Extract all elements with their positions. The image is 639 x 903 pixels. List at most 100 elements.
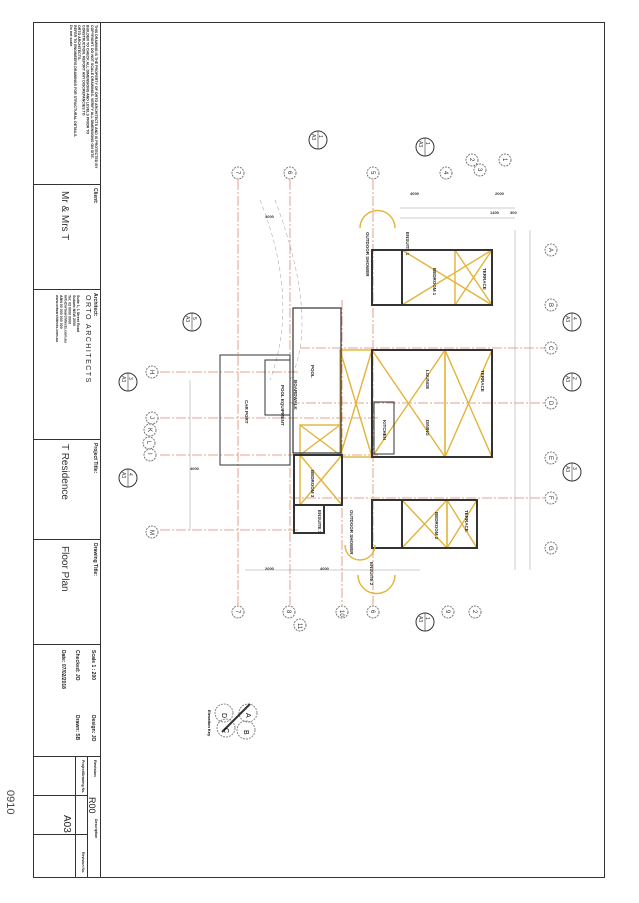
room-label: OUTDOOR SHOWER [349, 510, 354, 555]
grid-bubble-top [283, 166, 297, 180]
grid-bubble-left [145, 365, 159, 379]
grid-bubble-top [473, 163, 487, 177]
grid-bubble-top-label: 2 [468, 158, 474, 162]
grid-bubble-right-label: D [547, 401, 553, 406]
section-number: 1 [424, 142, 430, 145]
architect-detail: Suburb NSW 2000 [71, 295, 76, 326]
ensuite-2-wall [371, 499, 403, 549]
room-label: BOARDWALK [293, 380, 298, 410]
grid-bubble-right-label: E [547, 456, 553, 460]
grid-bubble-right [544, 243, 558, 257]
grid-bubble-left [143, 423, 157, 437]
room-label: KITCHEN [382, 420, 387, 440]
bedroom-1-wall [401, 249, 493, 306]
grid-bubble-bottom-label: 11 [296, 623, 302, 630]
drawing-number: A03 [61, 815, 72, 833]
room-label: POOL EQUIPMENT [280, 385, 285, 426]
section-number: 1 [317, 135, 323, 138]
grid-bubble-top-label: 6 [286, 171, 292, 175]
grid-bubble-left [143, 448, 157, 462]
elevation-key-label: Elevation Key [207, 710, 212, 737]
section-number: 3 [127, 377, 133, 380]
title-block: THIS DRAWING IS THE PROPERTY OF ORTO ARC… [33, 22, 101, 878]
drawing-label: Drawing Title: [92, 543, 98, 576]
section-number: 1 [424, 617, 430, 620]
section-number: 4 [571, 317, 577, 320]
grid-bubble-left-label: K [146, 428, 152, 432]
grid-bubble-bottom [366, 605, 380, 619]
grid-bubble-bottom [335, 605, 349, 619]
hatch-line [454, 249, 493, 306]
drawing-title: Floor Plan [59, 546, 70, 592]
project-title: T Residence [59, 444, 70, 500]
section-sheet: A3 [417, 141, 423, 147]
section-sheet: A3 [120, 472, 126, 478]
grid-bubble-left-label: M [148, 530, 154, 535]
description-label: Description [94, 819, 98, 839]
section-sheet: A3 [310, 134, 316, 140]
grid-bubble-bottom-label: 8 [285, 610, 291, 614]
grid-bubble-top-label: 7 [234, 171, 240, 175]
room-label: ENSUITE 1 [405, 232, 410, 256]
grid-bubble-top [465, 153, 479, 167]
architect-detail: info@ortoarchitects.com.au [63, 295, 68, 343]
note-line: ORTO ARCHITECTS. [77, 25, 82, 61]
architect-detail: Suite 1, 1 Street Road [76, 295, 80, 332]
walls [219, 249, 493, 549]
grid-bubble-top-label: 4 [442, 171, 448, 175]
section-sheet: A3 [564, 466, 570, 472]
designed-by: Design: JO [90, 715, 96, 742]
elevation-bubble [238, 703, 258, 723]
pool-edge [292, 307, 342, 454]
date: Date: 07/02/2018 [60, 650, 66, 689]
dimension-text: 2000 [265, 566, 275, 571]
section-sheet: A3 [417, 616, 423, 622]
client-name: Mr & Mrs T [59, 191, 70, 241]
room-label: BEDROOM 1 [432, 268, 437, 296]
carport-outline [219, 354, 291, 466]
room-label: BEDROOM 2 [434, 512, 439, 540]
grid-bubble-bottom-label: 10 [338, 610, 344, 617]
revision-cell: Revision R00 Description Project/Drawing… [33, 757, 100, 878]
drawing-title-cell: Drawing Title: Floor Plan [33, 540, 100, 645]
elevation-d: D [220, 713, 227, 718]
note-line: REFER TO ENGINEERS DRAWINGS FOR STRUCTUR… [72, 25, 77, 138]
section-sheet: A3 [184, 316, 190, 322]
room-label: TERRACE [482, 268, 487, 290]
bedroom-2-wall [401, 499, 478, 549]
hatch-line [401, 249, 493, 306]
room-label: DINING [425, 420, 430, 436]
elevation-key: D A C B Elevation Key [207, 703, 258, 740]
grid-bubble-left-label: I [146, 453, 152, 455]
grid-bubble-left-label: H [148, 370, 154, 374]
architect-cell: Architect: ORTO ARCHITECTS Suite 1, 1 St… [33, 290, 100, 440]
note-line: COPYRIGHT. DO NOT SCALE DRAWINGS. VERIFY… [89, 25, 94, 159]
elevation-a: A [244, 713, 251, 718]
room-label: TERRACE [464, 510, 469, 532]
general-notes: THIS DRAWING IS THE PROPERTY OF ORTO ARC… [69, 25, 98, 168]
grid-bubble-bottom [282, 605, 296, 619]
checked-by: Checked: JO [74, 650, 80, 681]
grid-bubble-left-label: L [145, 441, 151, 445]
revision-label: Revision [93, 760, 98, 777]
drawn-by: Drawn: SB [74, 715, 80, 741]
note-line: Do not scale [68, 25, 73, 47]
architect-details: Suite 1, 1 Street Road Suburb NSW 2000 T… [55, 295, 80, 343]
grid-bubble-bottom-label: 7 [234, 610, 240, 614]
note-line: BUILDER TO CHECK ALL DIMENSIONS AND LEVE… [85, 25, 90, 135]
project-title-cell: Project Title: T Residence [33, 440, 100, 540]
grid-bubble-top [231, 166, 245, 180]
info-cell: Scale 1 : 200 Design: JO Checked: JO Dra… [33, 645, 100, 757]
grid-bubble-right-label: A [547, 248, 553, 252]
drawing-border [33, 22, 605, 878]
section-sheet: A3 [564, 376, 570, 382]
client-label: Client: [92, 188, 98, 204]
dimension-text: 4000 [190, 466, 200, 471]
grid-bubble-right [544, 541, 558, 555]
hatch-line [339, 349, 373, 458]
grid-bubble-top-label: 3 [476, 168, 482, 172]
room-label: OUTDOOR SHOWER [365, 232, 370, 277]
room-label: BEDROOM 3 [310, 470, 315, 498]
dimension-text: 1400 [490, 210, 500, 215]
